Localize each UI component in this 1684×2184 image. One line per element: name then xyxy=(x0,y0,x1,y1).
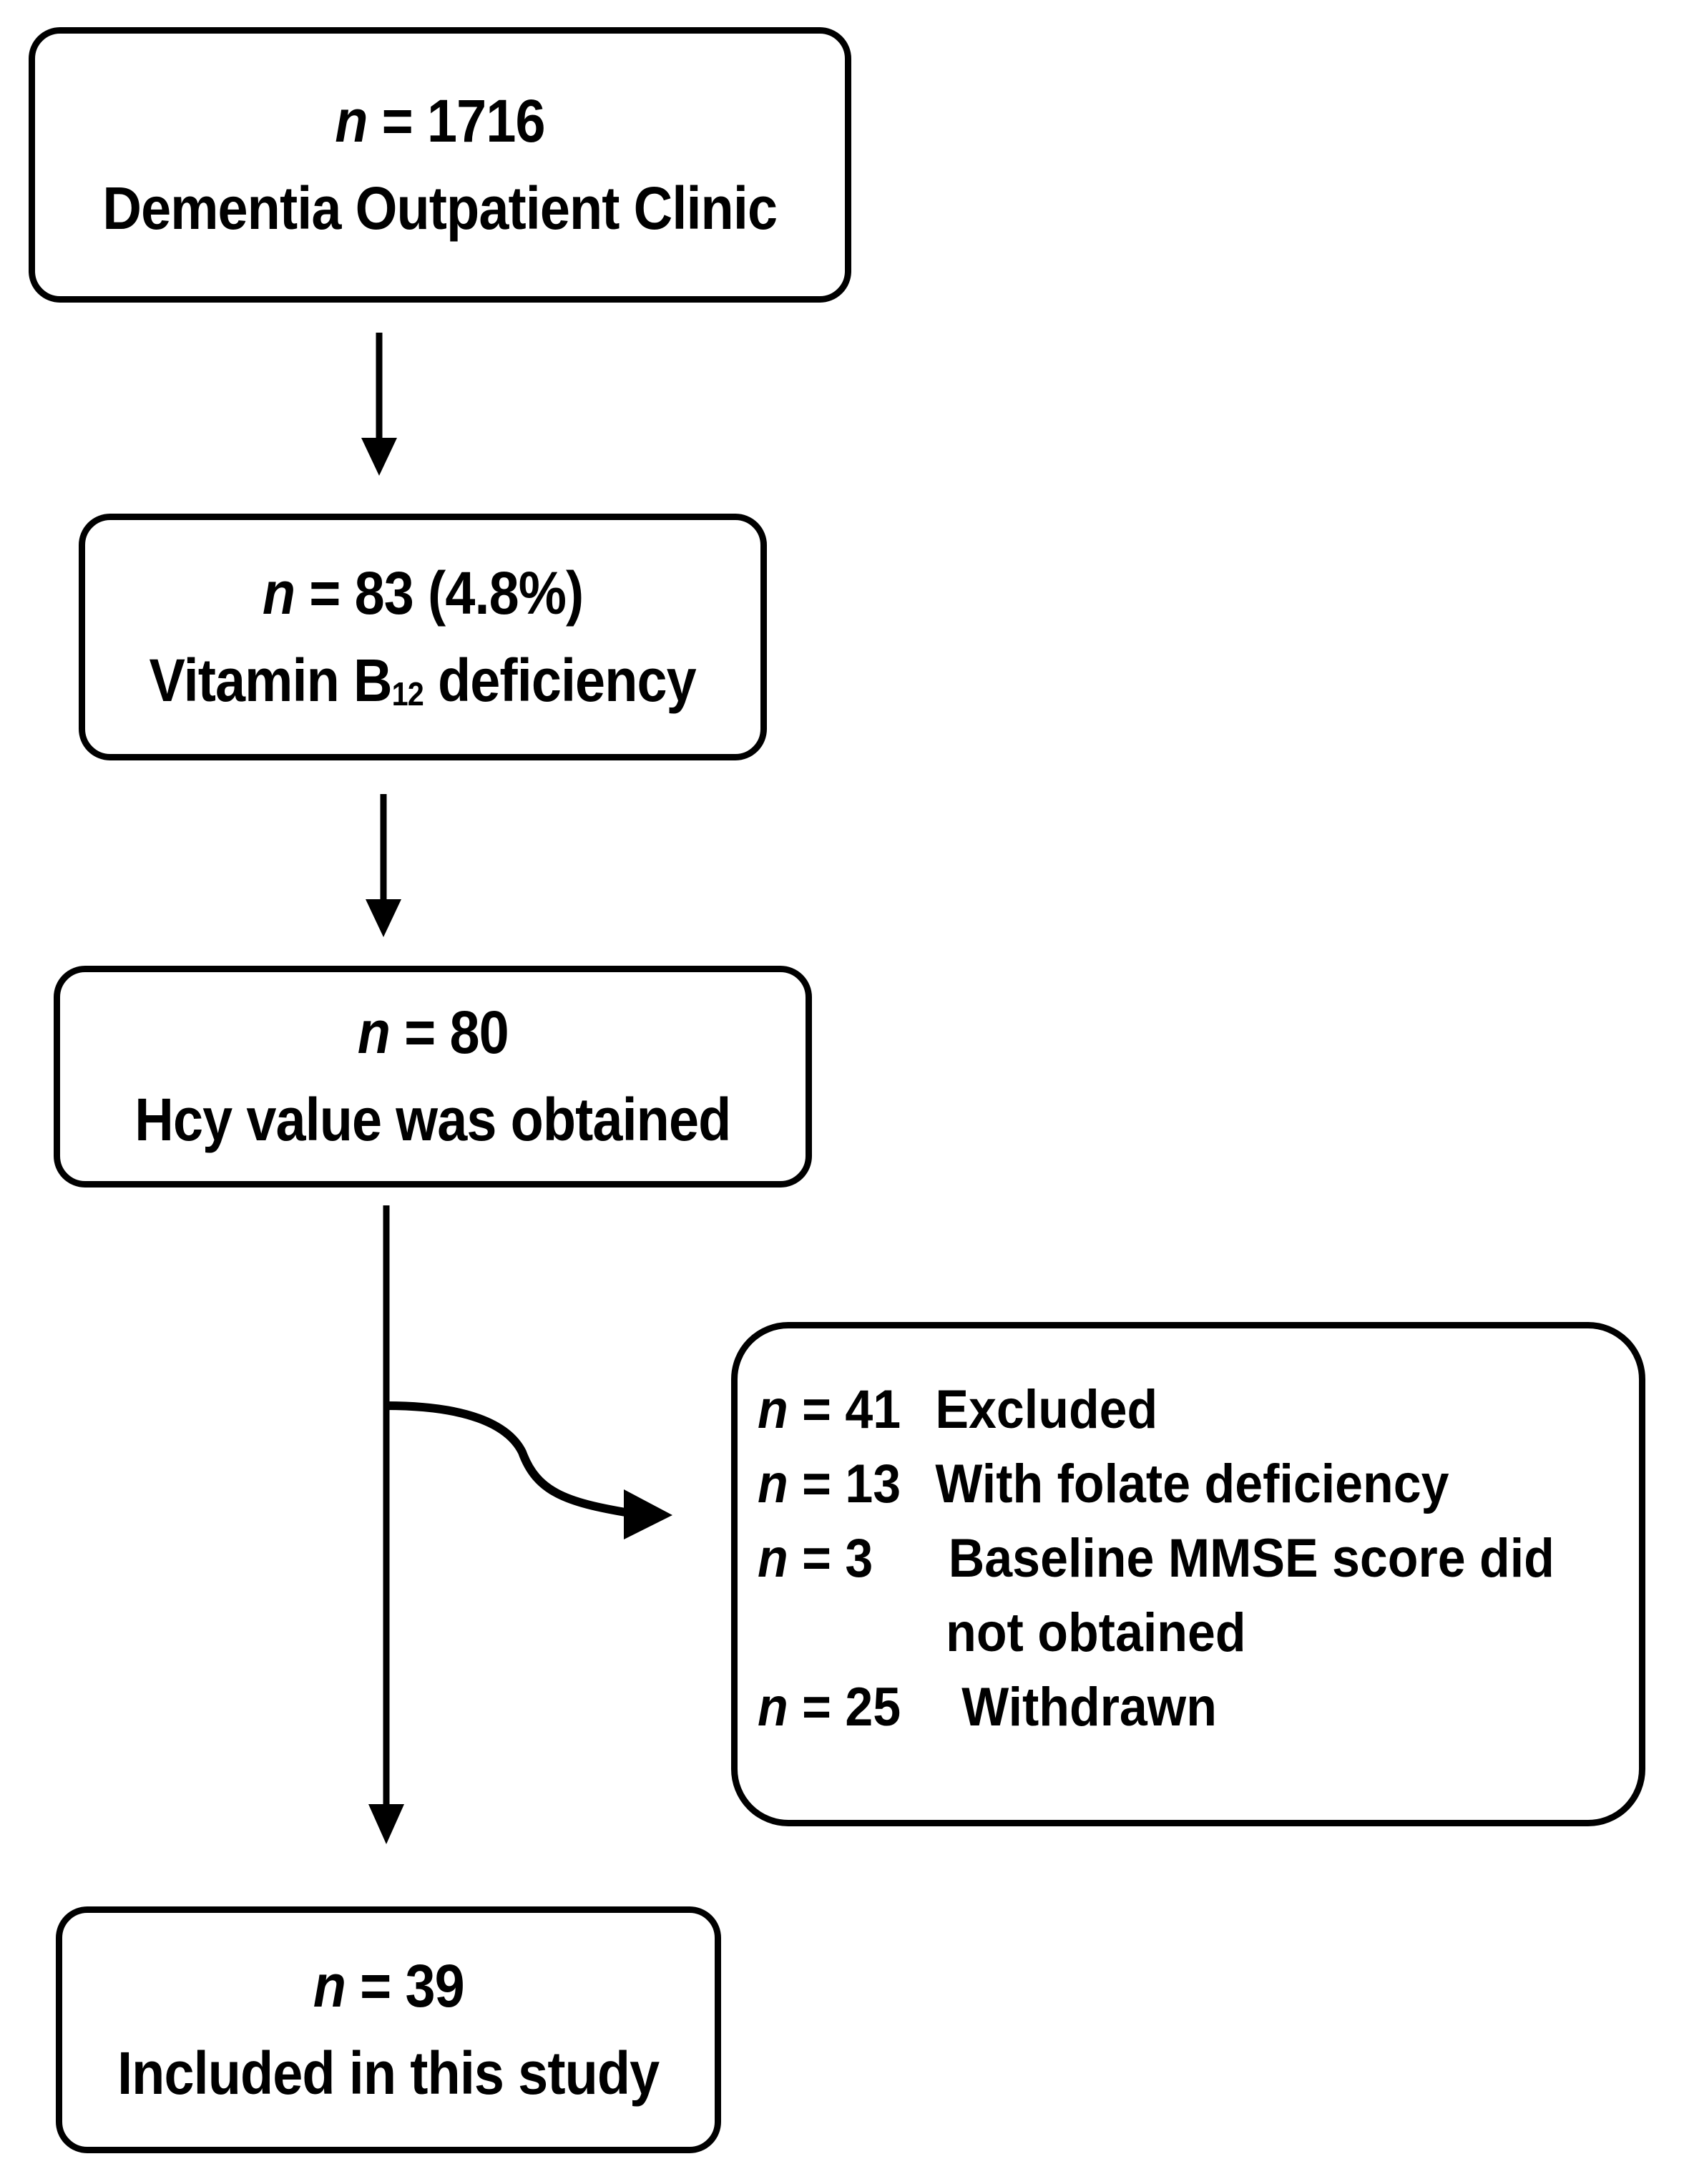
exclusion-row: n = 25 Withdrawn xyxy=(758,1676,1568,1750)
node-hcy-label: Hcy value was obtained xyxy=(134,1086,731,1153)
arrow-clinic-to-b12 xyxy=(361,333,397,476)
label-subscript: 12 xyxy=(392,675,424,713)
n-symbol: n xyxy=(758,1454,788,1514)
label-suffix: deficiency xyxy=(424,646,697,714)
node-clinic-label: Dementia Outpatient Clinic xyxy=(102,174,778,242)
exclusion-label: Excluded xyxy=(935,1379,1158,1440)
n-symbol: n xyxy=(758,1677,788,1738)
exclusion-label: Baseline MMSE score did xyxy=(948,1528,1555,1589)
node-hcy-count: n = 80 xyxy=(357,989,509,1077)
exclusion-label: not obtained xyxy=(946,1602,1246,1663)
node-b12-label: Vitamin B12 deficiency xyxy=(149,637,697,725)
n-symbol: n xyxy=(335,87,368,155)
arrow-b12-to-hcy xyxy=(366,794,401,937)
exclusion-label: Withdrawn xyxy=(961,1677,1217,1738)
exclusion-row-continuation: not obtained xyxy=(758,1602,1568,1676)
node-included-label: Included in this study xyxy=(117,2039,660,2107)
exclusion-count: = 25 xyxy=(802,1677,901,1738)
count-value: = 39 xyxy=(359,1952,465,2019)
arrow-branch-to-exclusions xyxy=(386,1401,672,1539)
label-prefix: Vitamin B xyxy=(149,646,393,714)
exclusion-row: n = 13 With folate deficiency xyxy=(758,1453,1568,1527)
node-clinic-count: n = 1716 xyxy=(335,78,546,165)
n-symbol: n xyxy=(313,1952,346,2019)
n-symbol: n xyxy=(262,559,295,627)
n-symbol: n xyxy=(357,999,390,1067)
exclusion-count: = 3 xyxy=(802,1528,873,1589)
exclusion-label: With folate deficiency xyxy=(935,1454,1449,1514)
arrow-hcy-to-included xyxy=(368,1205,404,1844)
node-b12-count: n = 83 (4.8%) xyxy=(262,550,584,637)
node-included-count: n = 39 xyxy=(313,1943,464,2030)
n-symbol: n xyxy=(758,1379,788,1440)
exclusion-row: n = 3 Baseline MMSE score did xyxy=(758,1527,1568,1602)
exclusion-row: n = 41 Excluded xyxy=(758,1379,1568,1453)
exclusion-count: = 13 xyxy=(802,1454,901,1514)
node-exclusions: n = 41 Excluded n = 13 With folate defic… xyxy=(731,1322,1645,1826)
node-b12-deficiency: n = 83 (4.8%) Vitamin B12 deficiency xyxy=(79,514,767,760)
count-value: = 80 xyxy=(403,999,509,1067)
n-symbol: n xyxy=(758,1528,788,1589)
node-dementia-clinic: n = 1716 Dementia Outpatient Clinic xyxy=(29,27,851,303)
node-hcy-obtained: n = 80 Hcy value was obtained xyxy=(54,966,812,1188)
exclusion-count: = 41 xyxy=(802,1379,901,1440)
node-included: n = 39 Included in this study xyxy=(56,1906,721,2153)
count-value: = 1716 xyxy=(381,87,546,155)
count-value: = 83 (4.8%) xyxy=(309,559,584,627)
